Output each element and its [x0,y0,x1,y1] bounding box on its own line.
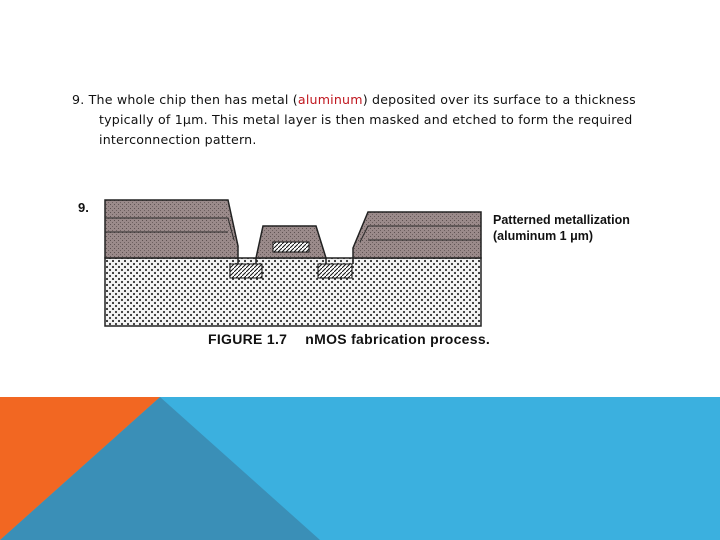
aluminum-highlight: aluminum [297,92,363,107]
metallization-label: Patterned metallization (aluminum 1 μm) [493,212,630,244]
footer-orange [0,397,160,540]
paragraph-line1-end: ) deposited over its surface to a thickn… [362,92,636,107]
figure-caption-number: FIGURE 1.7 [208,331,288,347]
paragraph-line3: interconnection pattern. [99,132,257,147]
substrate [104,257,482,327]
metallization-label-line1: Patterned metallization [493,213,630,227]
metallization-label-line2: (aluminum 1 μm) [493,229,594,243]
footer-blue-dark [0,397,320,540]
fabrication-figure: 9. Patterned metallization (aluminum 1 μ… [78,196,644,356]
figure-caption-text: nMOS fabrication process. [305,331,491,347]
paragraph-line2: typically of 1μm. This metal layer is th… [99,112,633,127]
slide-body-text: 9. The whole chip then has metal (alumin… [72,90,646,150]
diffusion-left [229,263,263,279]
step-label: 9. [78,200,89,215]
diffusion-right [317,263,353,279]
footer-decoration [0,397,720,540]
polysilicon-gate [272,241,310,253]
paragraph-line1-start: The whole chip then has metal ( [84,92,298,107]
figure-caption: FIGURE 1.7 nMOS fabrication process. [208,331,490,347]
metal-layer-right [352,211,482,259]
chip-cross-section-diagram [104,199,482,327]
metal-layer-left [104,199,239,259]
paragraph-number: 9. [72,92,85,107]
